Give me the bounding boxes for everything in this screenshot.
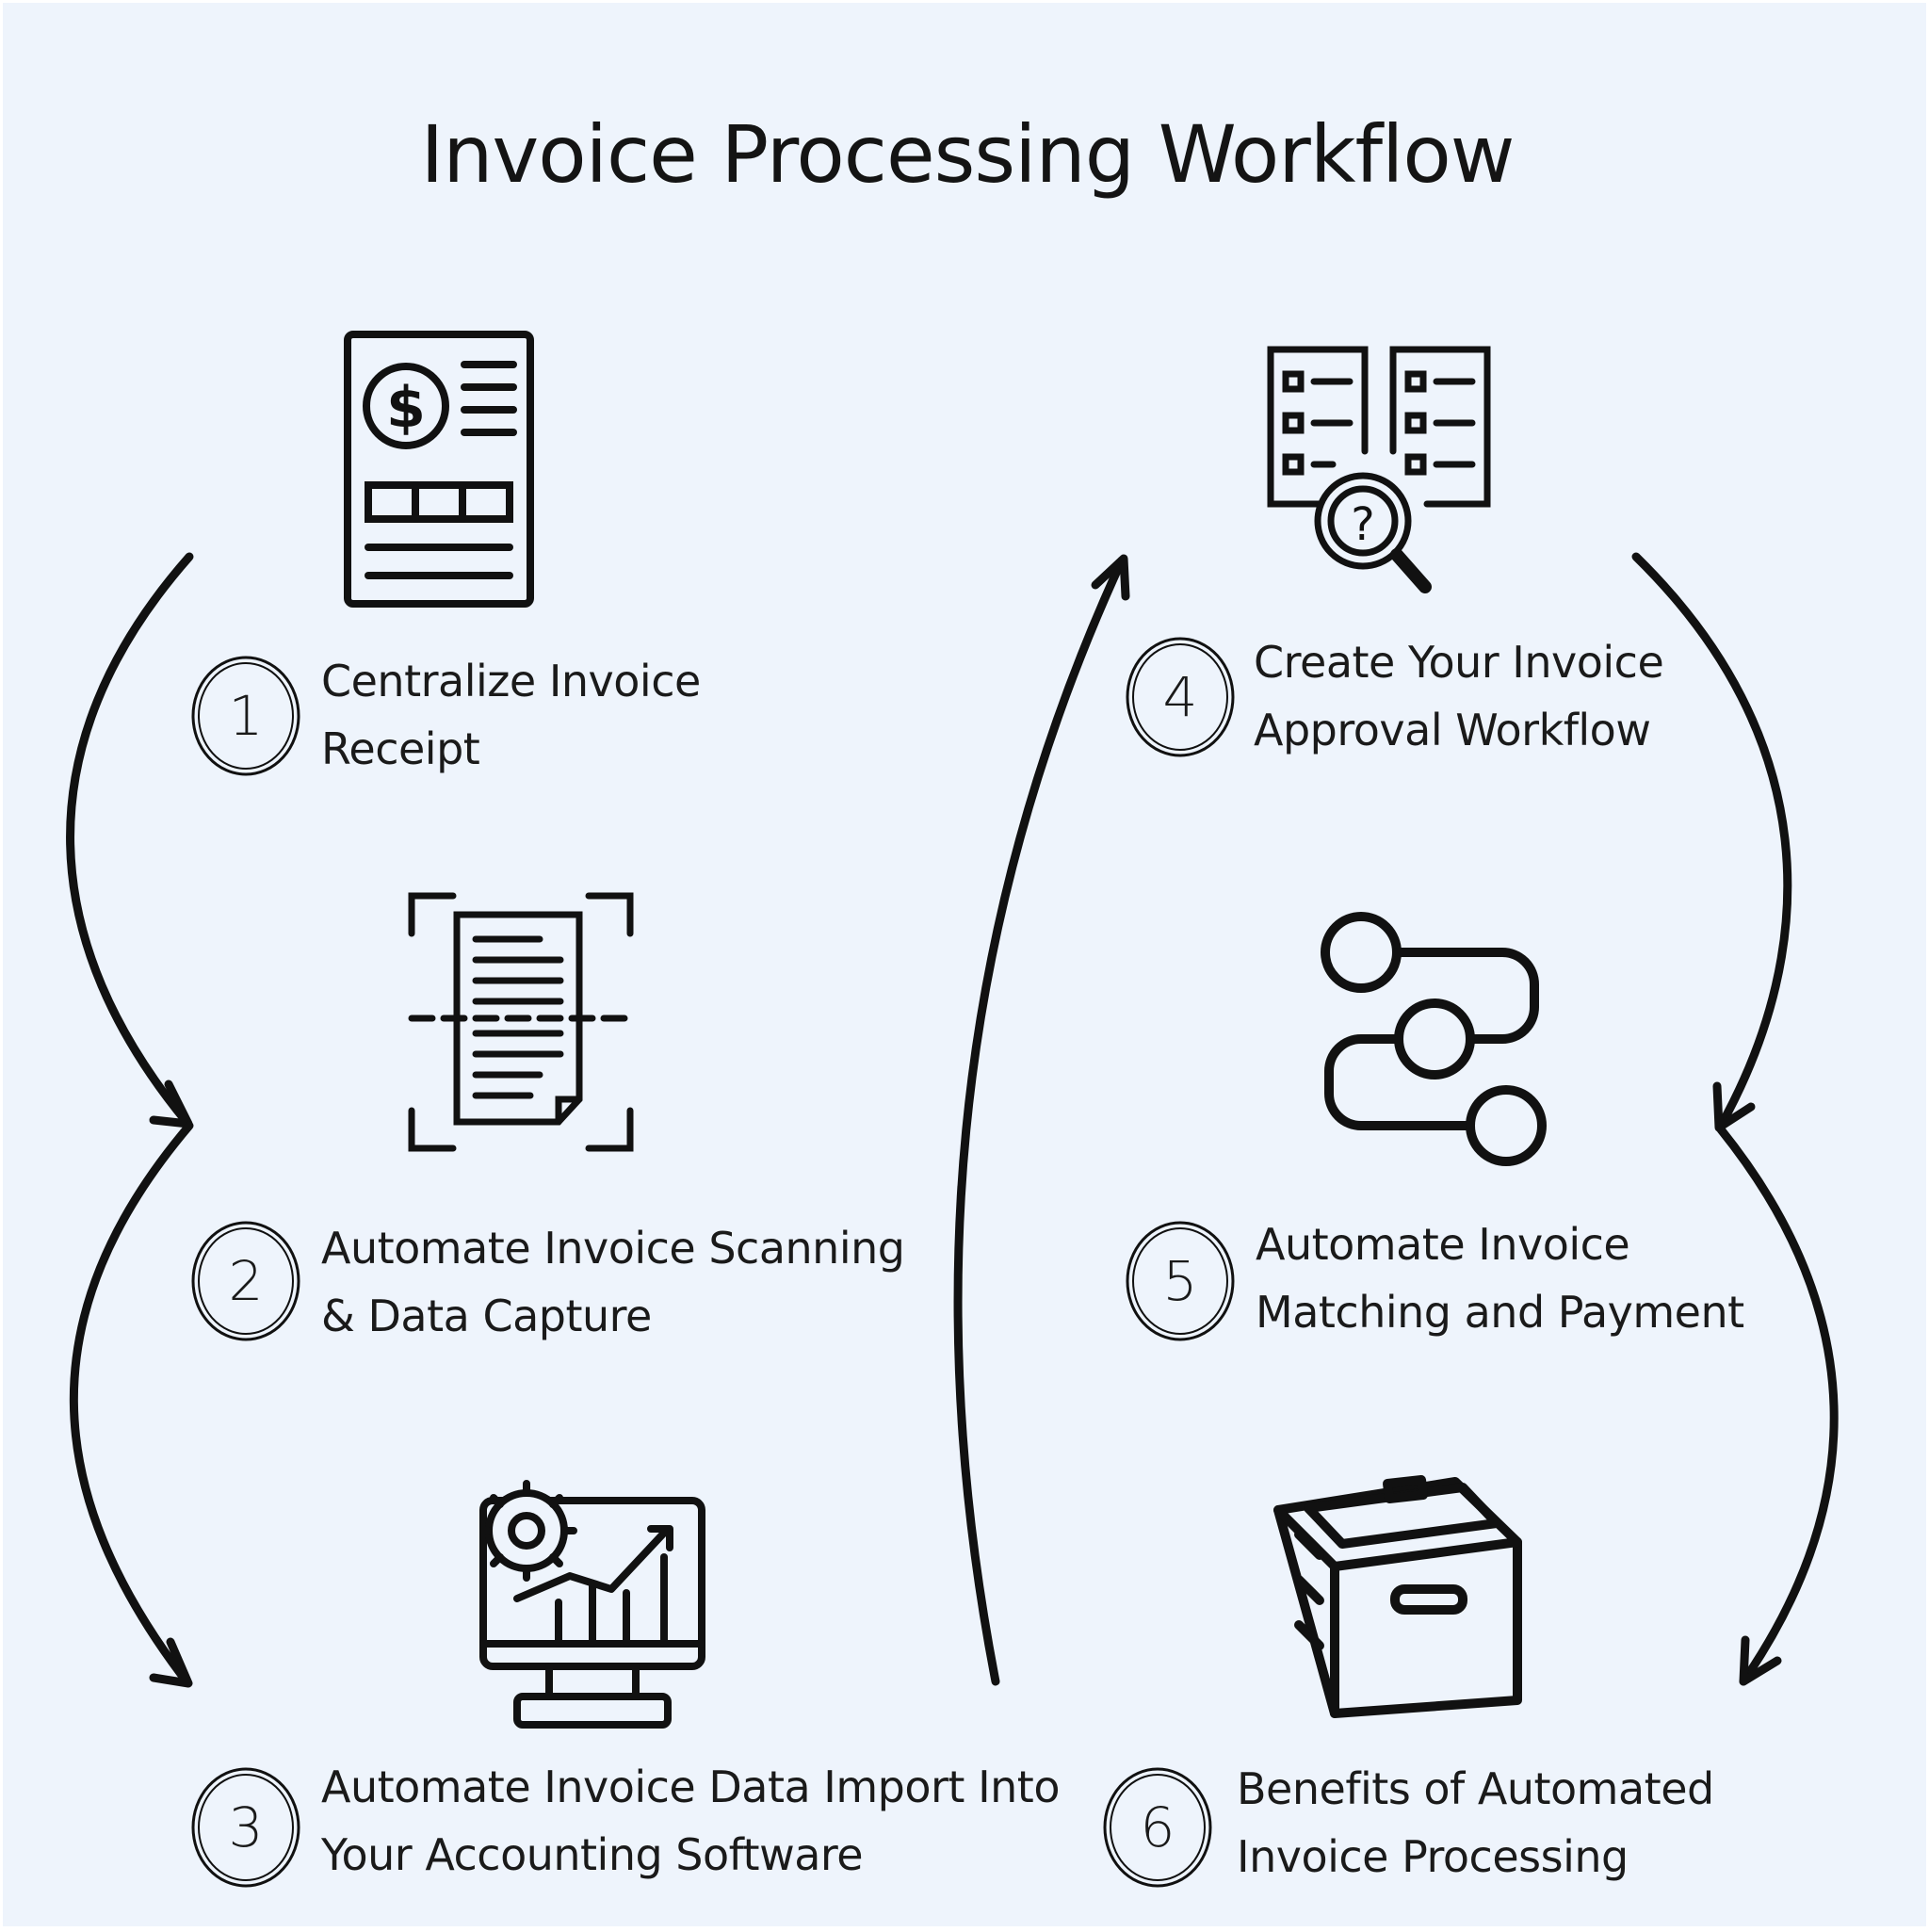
arrowhead-4-to-5 — [1712, 1081, 1756, 1132]
step-5-label: Automate Invoice Matching and Payment — [1256, 1210, 1744, 1346]
svg-text:?: ? — [1351, 498, 1374, 551]
step-3-label-line1: Automate Invoice Data Import Into — [321, 1762, 1061, 1812]
step-6-label: Benefits of Automated Invoice Processing — [1237, 1755, 1714, 1891]
monitor-analytics-icon — [479, 1480, 705, 1729]
step-1-number-badge: 1 — [189, 655, 302, 777]
arrow-1-to-2 — [66, 552, 194, 1127]
arrowhead-5-to-6 — [1739, 1635, 1782, 1686]
arrow-2-to-3 — [69, 1121, 194, 1686]
step-6-label-line2: Invoice Processing — [1237, 1831, 1629, 1882]
step-5-number: 5 — [1162, 1249, 1198, 1313]
document-scan-icon — [408, 892, 634, 1152]
step-2-label: Automate Invoice Scanning & Data Capture — [321, 1214, 905, 1350]
step-3-number: 3 — [228, 1795, 264, 1859]
checklist-search-icon: ? — [1267, 346, 1491, 593]
step-4-label: Create Your Invoice Approval Workflow — [1254, 628, 1664, 764]
step-4-label-line2: Approval Workflow — [1254, 705, 1651, 755]
step-2-number-badge: 2 — [189, 1220, 302, 1342]
step-4-number: 4 — [1162, 665, 1198, 729]
archive-box-icon — [1273, 1475, 1522, 1718]
step-2-number: 2 — [228, 1249, 264, 1313]
arrowhead-3-to-4 — [1091, 554, 1130, 601]
step-3-label-line2: Your Accounting Software — [321, 1829, 864, 1880]
step-1-label-line2: Receipt — [321, 723, 480, 774]
step-1-label: Centralize Invoice Receipt — [321, 647, 701, 783]
svg-text:$: $ — [386, 375, 426, 441]
step-5-number-badge: 5 — [1124, 1220, 1237, 1342]
step-5-label-line1: Automate Invoice — [1256, 1219, 1630, 1270]
step-6-label-line1: Benefits of Automated — [1237, 1763, 1714, 1814]
arrowhead-1-to-2 — [149, 1080, 193, 1128]
step-1-label-line1: Centralize Invoice — [321, 656, 701, 706]
workflow-path-icon — [1321, 912, 1547, 1166]
step-3-label: Automate Invoice Data Import Into Your A… — [321, 1753, 1061, 1889]
step-2-label-line1: Automate Invoice Scanning — [321, 1223, 905, 1274]
step-6-number-badge: 6 — [1101, 1766, 1214, 1889]
invoice-dollar-icon: $ — [344, 331, 534, 608]
arrow-3-to-4 — [953, 556, 1127, 1686]
step-1-number: 1 — [228, 684, 264, 748]
flow-arrows — [66, 552, 1839, 1688]
step-5-label-line2: Matching and Payment — [1256, 1287, 1744, 1338]
arrowhead-2-to-3 — [149, 1637, 193, 1688]
step-2-label-line2: & Data Capture — [321, 1291, 652, 1341]
step-4-label-line1: Create Your Invoice — [1254, 637, 1664, 688]
step-3-number-badge: 3 — [189, 1766, 302, 1889]
step-4-number-badge: 4 — [1124, 636, 1237, 758]
step-6-number: 6 — [1140, 1795, 1175, 1859]
page-title: Invoice Processing Workflow — [420, 108, 1516, 201]
